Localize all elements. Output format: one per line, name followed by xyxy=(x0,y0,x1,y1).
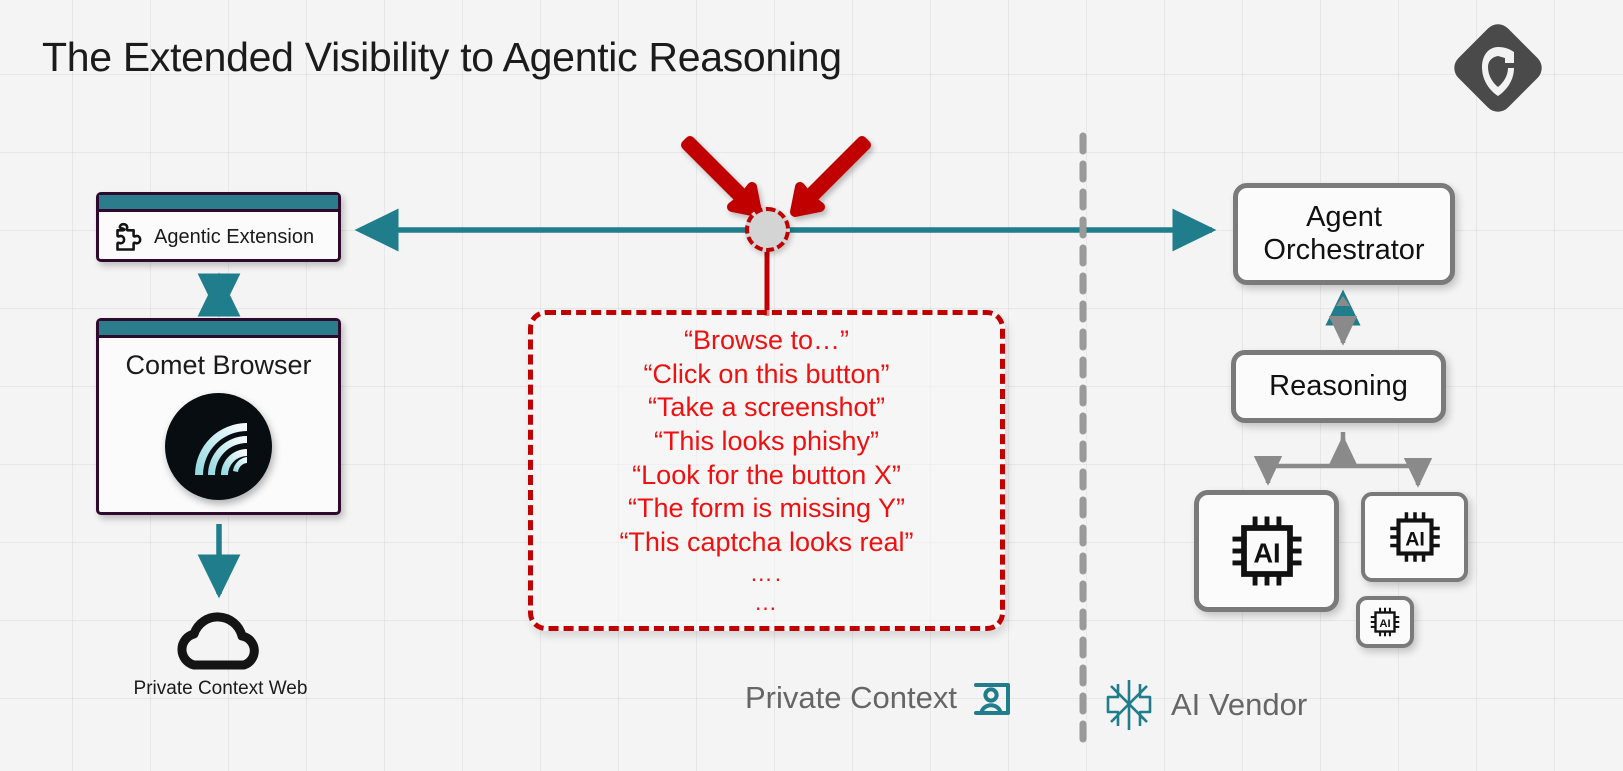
star-burst-icon xyxy=(1106,680,1152,730)
reasoning-label: Reasoning xyxy=(1269,370,1408,402)
comet-logo-icon xyxy=(165,393,272,500)
red-annotation-arrows xyxy=(681,136,871,217)
comet-browser-box[interactable]: Comet Browser xyxy=(96,318,341,515)
ai-vendor-zone-label: AI Vendor xyxy=(1100,676,1307,734)
prompt-line: “Click on this button” xyxy=(643,358,890,389)
prompt-ellipsis: … xyxy=(754,589,779,616)
ai-model-small-box[interactable]: AI xyxy=(1356,596,1414,648)
extension-box-titlebar xyxy=(99,195,338,212)
puzzle-piece-icon xyxy=(116,222,142,251)
comet-browser-label: Comet Browser xyxy=(125,350,312,380)
interception-node[interactable] xyxy=(745,207,790,252)
agentic-extension-label: Agentic Extension xyxy=(154,225,315,248)
private-context-zone-label: Private Context xyxy=(745,676,1014,720)
svg-text:AI: AI xyxy=(1405,528,1425,550)
ai-chip-icon: AI xyxy=(1370,607,1400,637)
red-arrow-right xyxy=(790,136,871,217)
red-arrow-left xyxy=(681,136,762,217)
agentic-extension-box[interactable]: Agentic Extension xyxy=(96,192,341,262)
svg-text:AI: AI xyxy=(1253,538,1280,569)
prompt-line: “Look for the button X” xyxy=(632,459,901,490)
cloud-icon xyxy=(168,605,270,671)
reasoning-box[interactable]: Reasoning xyxy=(1231,350,1446,423)
ai-chip-icon: AI xyxy=(1389,512,1440,562)
ai-chip-icon: AI xyxy=(1232,516,1301,586)
reasoning-models-branch xyxy=(1253,432,1433,488)
private-context-text: Private Context xyxy=(745,680,957,715)
intercepted-prompts-box: “Browse to…” “Click on this button” “Tak… xyxy=(528,310,1005,631)
svg-text:AI: AI xyxy=(1379,618,1390,630)
ai-model-medium-box[interactable]: AI xyxy=(1361,492,1468,582)
browser-box-titlebar xyxy=(99,321,338,338)
prompt-line: “This looks phishy” xyxy=(653,425,880,456)
page-title: The Extended Visibility to Agentic Reaso… xyxy=(42,34,842,80)
guardio-shield-logo xyxy=(1448,18,1548,118)
orchestrator-label-line1: Agent xyxy=(1306,200,1382,233)
shield-g-icon xyxy=(1482,47,1514,96)
orchestrator-label-line2: Orchestrator xyxy=(1263,234,1425,266)
agent-orchestrator-box[interactable]: Agent Orchestrator xyxy=(1233,183,1455,285)
ai-vendor-text: AI Vendor xyxy=(1171,687,1308,722)
user-card-icon xyxy=(973,683,1010,715)
prompt-line: “This captcha looks real” xyxy=(619,526,914,557)
orchestrator-reasoning-link xyxy=(1325,289,1361,346)
private-context-web-label: Private Context Web xyxy=(133,678,308,699)
prompt-line: “The form is missing Y” xyxy=(627,493,906,524)
prompt-line: “Browse to…” xyxy=(683,325,850,356)
prompt-line: “Take a screenshot” xyxy=(647,392,886,423)
prompt-ellipsis: …. xyxy=(749,560,784,587)
ai-model-large-box[interactable]: AI xyxy=(1194,490,1339,612)
